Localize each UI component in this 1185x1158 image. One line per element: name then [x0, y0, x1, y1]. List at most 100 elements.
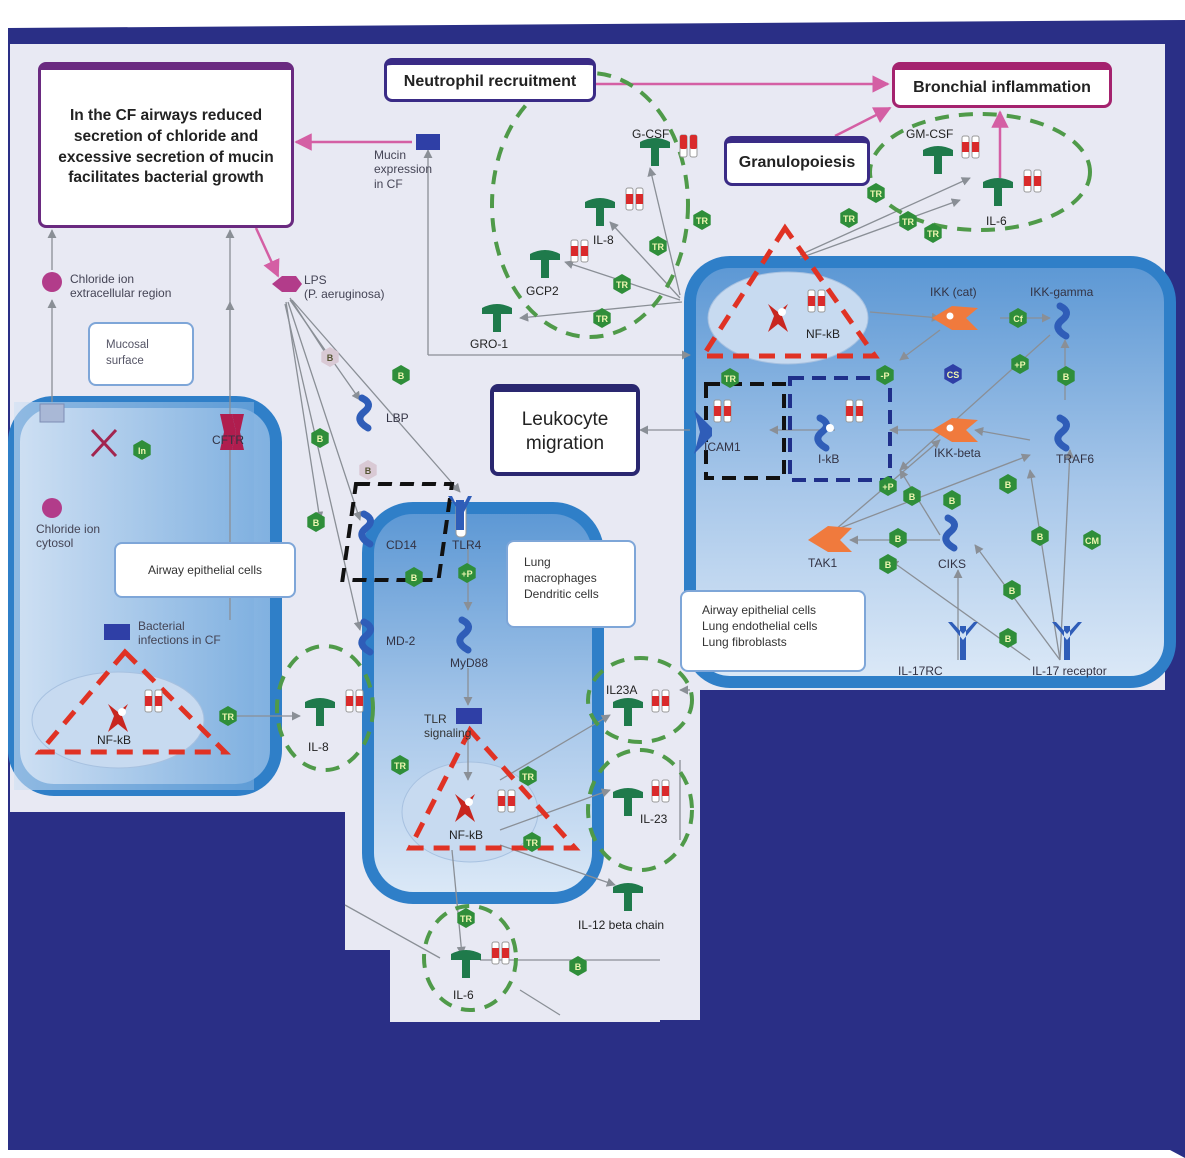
process-granulopoiesis: Granulopoiesis — [724, 136, 870, 186]
interaction-tag-17: TR — [391, 755, 409, 775]
label-il12b: IL-12 beta chain — [578, 918, 665, 932]
adapter-icons — [356, 302, 1070, 656]
ikb-box — [788, 376, 892, 482]
interaction-tag-3: TR — [593, 308, 611, 328]
svg-text:TR: TR — [394, 761, 406, 771]
label-nfkb-mid: NF-kB — [449, 828, 483, 842]
svg-text:TR: TR — [522, 772, 534, 782]
svg-text:CM: CM — [1085, 536, 1099, 546]
svg-text:+P: +P — [1014, 360, 1025, 370]
svg-text:TR: TR — [902, 217, 914, 227]
label-il8-left: IL-8 — [308, 740, 329, 754]
label-tak1: TAK1 — [808, 556, 838, 570]
label-gcsf: G-CSF — [632, 127, 670, 141]
interaction-tag-31: B — [889, 528, 907, 548]
svg-text:TR: TR — [652, 242, 664, 252]
svg-text:B: B — [365, 466, 372, 476]
label-ikk-beta: IKK-beta — [934, 446, 981, 460]
interaction-tag-13: B — [405, 567, 423, 587]
interaction-tag-1: TR — [649, 236, 667, 256]
label-gro1: GRO-1 — [470, 337, 509, 351]
svg-text:B: B — [909, 492, 916, 502]
label-lbp: LBP — [386, 411, 409, 425]
cf-airways-text: In the CF airways reduced secretion of c… — [58, 106, 274, 187]
lps-icon — [272, 276, 302, 292]
interaction-tag-27: B — [903, 486, 921, 506]
interaction-tag-25: +P — [1011, 354, 1029, 374]
interaction-tag-32: B — [879, 554, 897, 574]
label-il8-top: IL-8 — [593, 233, 614, 247]
label-il17r: IL-17 receptor — [1032, 664, 1107, 678]
process-bronchial: Bronchial inflammation — [892, 62, 1112, 108]
label-cd14: CD14 — [386, 538, 417, 552]
interaction-tag-29: B — [999, 474, 1017, 494]
interaction-tag-24: Cf — [1009, 308, 1027, 328]
label-icam1: ICAM1 — [704, 440, 741, 454]
cytokine-cluster-top — [490, 71, 690, 339]
label-traf6: TRAF6 — [1056, 452, 1095, 466]
interaction-tag-28: +P — [879, 476, 897, 496]
interaction-tag-37: CS — [944, 364, 962, 384]
svg-text:B: B — [398, 371, 405, 381]
interaction-tag-6: TR — [924, 223, 942, 243]
label-gcp2: GCP2 — [526, 284, 559, 298]
svg-text:B: B — [1009, 586, 1016, 596]
svg-text:TR: TR — [616, 280, 628, 290]
channel-x-icon — [90, 428, 118, 458]
interaction-tag-19: TR — [523, 832, 541, 852]
svg-text:B: B — [313, 518, 320, 528]
nfkb-triangle-right — [698, 223, 880, 359]
svg-text:B: B — [411, 573, 418, 583]
interaction-tag-4: TR — [840, 208, 858, 228]
svg-text:B: B — [327, 353, 334, 363]
label-lps: LPS(P. aeruginosa) — [304, 273, 385, 302]
interaction-tag-16: TR — [219, 706, 237, 726]
svg-text:B: B — [885, 560, 892, 570]
svg-text:TR: TR — [460, 914, 472, 924]
il23-cluster — [586, 748, 694, 872]
interaction-tag-14: +P — [458, 563, 476, 583]
interaction-tag-7: TR — [867, 183, 885, 203]
label-il6-top: IL-6 — [986, 214, 1007, 228]
label-md2: MD-2 — [386, 634, 416, 648]
tlr-signaling-icon — [456, 708, 482, 724]
svg-text:-P: -P — [881, 371, 890, 381]
kinase-icons — [808, 306, 978, 552]
interaction-tag-26: B — [1057, 366, 1075, 386]
svg-text:In: In — [138, 446, 146, 456]
interaction-tag-12: B — [307, 512, 325, 532]
il23a-cluster — [586, 656, 694, 744]
interaction-tag-23: -P — [876, 365, 894, 385]
svg-text:B: B — [317, 434, 324, 444]
interaction-tag-8: B — [321, 347, 339, 367]
process-cf-airways: In the CF airways reduced secretion of c… — [38, 62, 294, 228]
label-gmcsf: GM-CSF — [906, 127, 954, 141]
label-ciks: CIKS — [938, 557, 967, 571]
interaction-tag-21: B — [569, 956, 587, 976]
interaction-tag-33: B — [1031, 526, 1049, 546]
tlr4-box — [340, 482, 455, 582]
svg-text:B: B — [949, 496, 956, 506]
mucin-icon — [416, 134, 440, 150]
interaction-tag-34: B — [1003, 580, 1021, 600]
process-leukocyte: Leukocyte migration — [490, 384, 640, 476]
label-ikk-gamma: IKK-gamma — [1030, 285, 1094, 299]
label-ikk-cat: IKK (cat) — [930, 285, 977, 299]
label-ikb: I-kB — [818, 452, 840, 466]
receptor-icons — [448, 410, 1082, 660]
chloride-ion-cyto — [42, 498, 62, 518]
svg-text:TR: TR — [870, 189, 882, 199]
il6-cluster — [422, 904, 518, 1012]
nfkb-triangle-left — [34, 648, 232, 755]
cytokine-cluster-right — [868, 112, 1092, 232]
svg-text:B: B — [1037, 532, 1044, 542]
svg-text:TR: TR — [222, 712, 234, 722]
bacterial-icon — [104, 624, 130, 640]
epithelial-cell-right — [684, 256, 1176, 688]
